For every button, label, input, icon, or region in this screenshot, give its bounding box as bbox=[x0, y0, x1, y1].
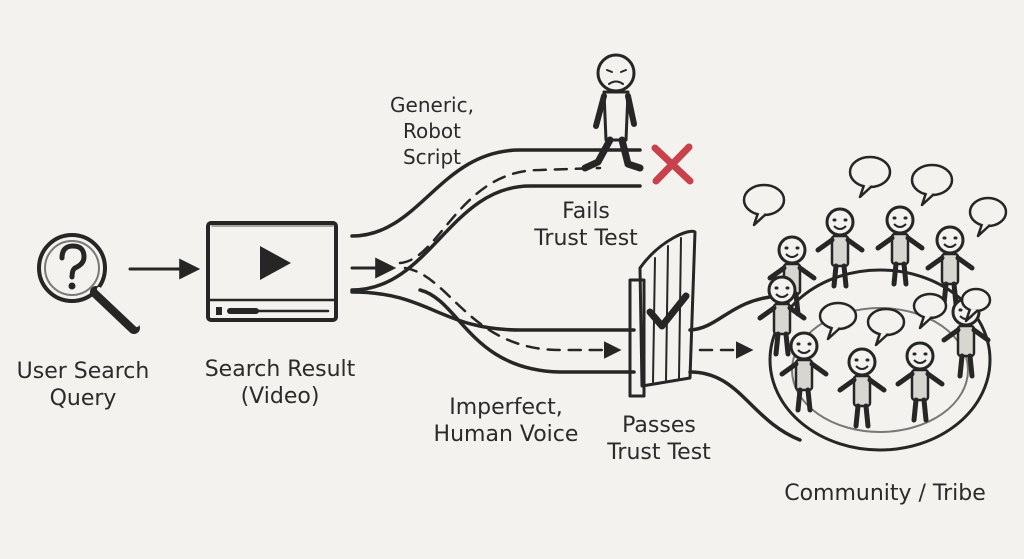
video-player-icon bbox=[206, 221, 338, 322]
people-circle-icon bbox=[768, 268, 992, 452]
community-person-icon bbox=[875, 205, 925, 287]
speech-bubble-icon bbox=[742, 183, 786, 227]
gate-checkmark-icon bbox=[628, 229, 697, 398]
generic-label: Generic, Robot Script bbox=[390, 93, 474, 169]
speech-bubble-icon bbox=[818, 301, 858, 341]
speech-bubble-icon bbox=[910, 163, 954, 207]
speech-bubble-icon bbox=[968, 196, 1008, 238]
community-person-icon bbox=[837, 347, 887, 429]
magnifier-question-icon bbox=[37, 233, 140, 334]
imperfect-label: Imperfect, Human Voice bbox=[433, 395, 579, 447]
red-x-icon bbox=[651, 143, 694, 185]
people-group bbox=[757, 205, 991, 429]
speech-bubble-icon bbox=[912, 292, 948, 330]
passes-label: Passes Trust Test bbox=[607, 413, 711, 465]
forked-road bbox=[350, 148, 802, 442]
community-person-icon bbox=[925, 225, 975, 307]
community-label: Community / Tribe bbox=[784, 481, 986, 506]
community-person-icon bbox=[895, 341, 945, 423]
sad-walking-figure-icon bbox=[581, 53, 644, 172]
speech-bubble-icon bbox=[848, 155, 892, 199]
fails-label: Fails Trust Test bbox=[534, 199, 638, 251]
speech-bubbles bbox=[742, 155, 1008, 347]
result-label: Search Result (Video) bbox=[204, 357, 356, 409]
community-person-icon bbox=[815, 207, 865, 289]
query-label: User Search Query bbox=[16, 359, 150, 411]
speech-bubble-icon bbox=[866, 307, 906, 347]
community-person-icon bbox=[757, 275, 807, 357]
community-person-icon bbox=[779, 331, 829, 413]
speech-bubble-icon bbox=[960, 287, 992, 323]
community-person-icon bbox=[941, 297, 991, 379]
